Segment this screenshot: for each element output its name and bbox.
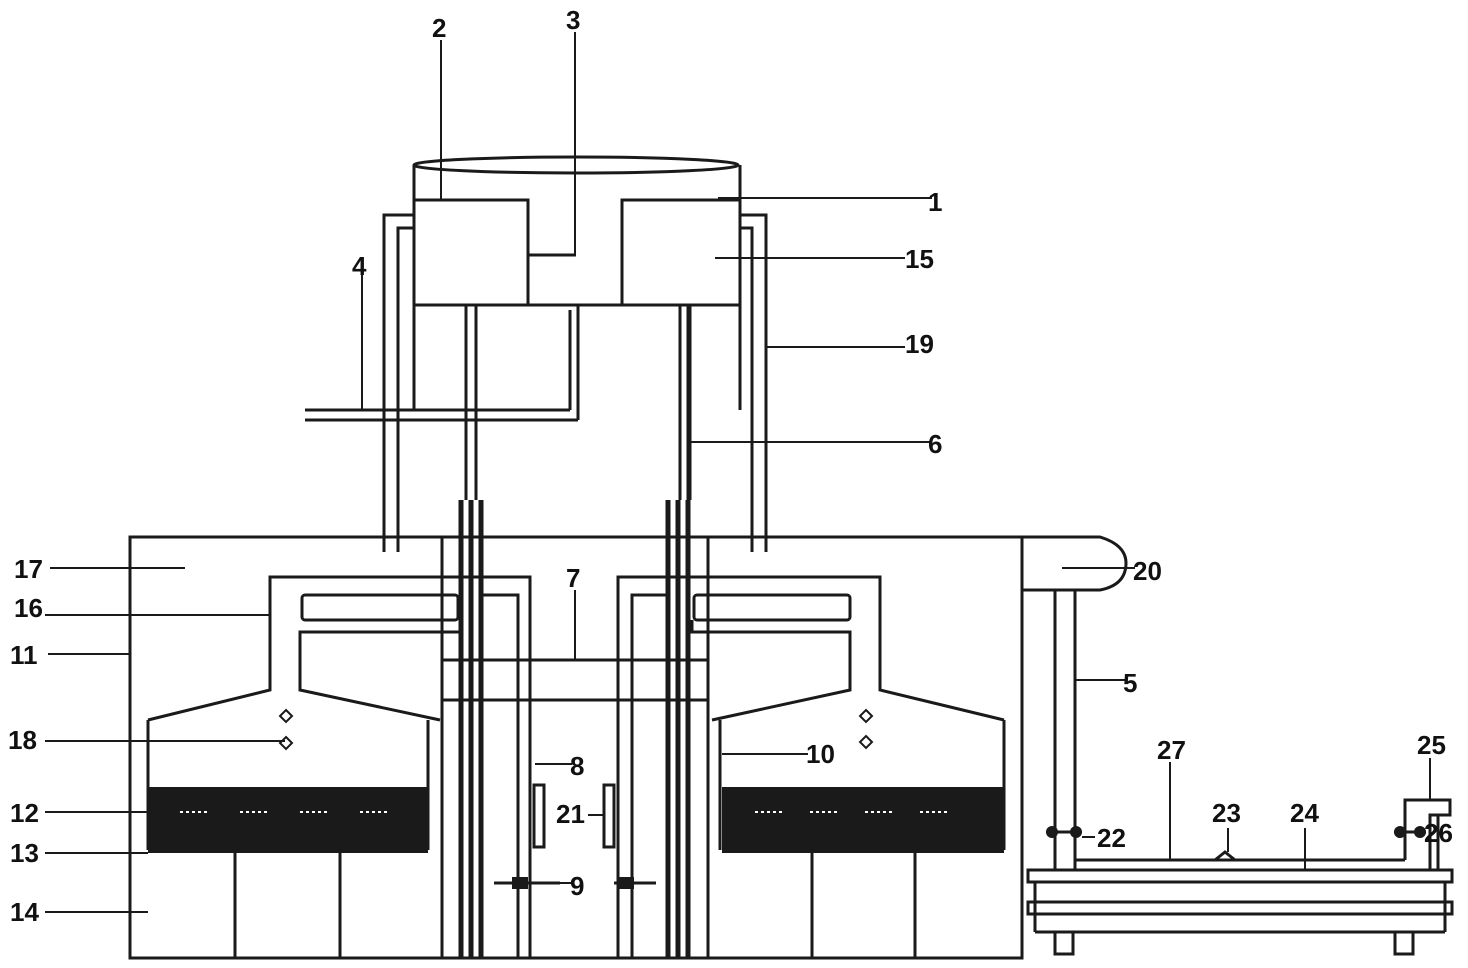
main-tank bbox=[128, 535, 1024, 960]
valves-22-26 bbox=[1046, 826, 1426, 838]
label-6: 6 bbox=[928, 429, 942, 459]
overflow-chamber bbox=[1022, 535, 1128, 870]
side-pipe-19 bbox=[740, 213, 768, 552]
label-10: 10 bbox=[806, 739, 835, 769]
label-13: 13 bbox=[10, 838, 39, 868]
label-17: 17 bbox=[14, 554, 43, 584]
label-1: 1 bbox=[928, 187, 942, 217]
label-2: 2 bbox=[432, 13, 446, 43]
label-9: 9 bbox=[570, 871, 584, 901]
right-hood bbox=[616, 575, 1006, 958]
label-16: 16 bbox=[14, 593, 43, 623]
label-3: 3 bbox=[566, 5, 580, 35]
label-8: 8 bbox=[570, 751, 584, 781]
leader-lines bbox=[45, 32, 1431, 913]
label-5: 5 bbox=[1123, 668, 1137, 698]
label-18: 18 bbox=[8, 725, 37, 755]
label-24: 24 bbox=[1290, 798, 1319, 828]
bottom-dividers bbox=[233, 853, 917, 958]
label-26: 26 bbox=[1424, 818, 1453, 848]
media-layer-left bbox=[148, 787, 428, 853]
label-21: 21 bbox=[556, 799, 585, 829]
collection-trough bbox=[1026, 850, 1454, 956]
inlet-pipe-4 bbox=[305, 310, 578, 422]
label-12: 12 bbox=[10, 798, 39, 828]
left-hood bbox=[146, 575, 532, 958]
outlet-25 bbox=[1403, 798, 1452, 870]
gas-bubbles bbox=[278, 708, 874, 751]
label-11: 11 bbox=[10, 640, 38, 670]
label-7: 7 bbox=[566, 563, 580, 593]
label-4: 4 bbox=[352, 251, 367, 281]
label-23: 23 bbox=[1212, 798, 1241, 828]
label-22: 22 bbox=[1097, 823, 1126, 853]
part-labels: 1 2 3 4 15 19 6 17 16 11 18 12 13 14 7 8… bbox=[8, 5, 1453, 927]
left-side-pipes bbox=[382, 213, 414, 552]
central-tubes-left bbox=[458, 305, 484, 958]
label-19: 19 bbox=[905, 329, 934, 359]
label-20: 20 bbox=[1133, 556, 1162, 586]
label-27: 27 bbox=[1157, 735, 1186, 765]
label-14: 14 bbox=[10, 897, 39, 927]
label-25: 25 bbox=[1417, 730, 1446, 760]
valves-9 bbox=[494, 877, 656, 889]
label-15: 15 bbox=[905, 244, 934, 274]
media-layer-right bbox=[722, 787, 1004, 853]
